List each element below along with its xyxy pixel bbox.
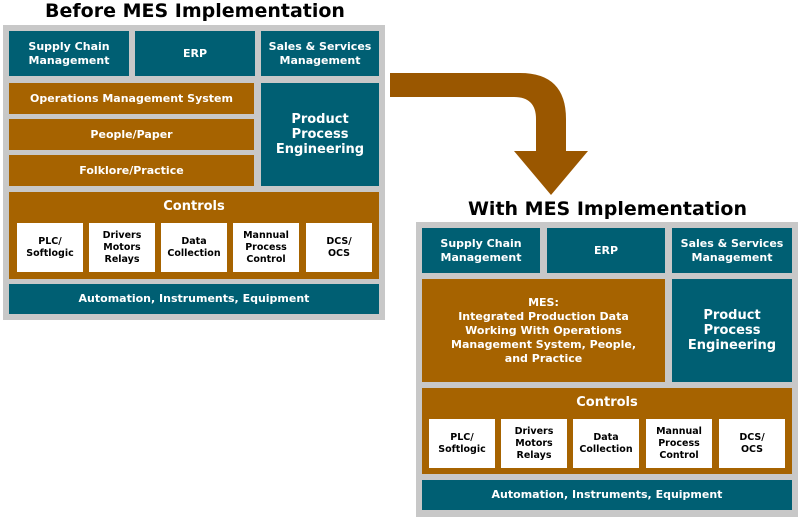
after-control-drivers: Drivers Motors Relays: [501, 419, 567, 468]
before-automation-block: Automation, Instruments, Equipment: [9, 284, 379, 314]
after-panel: Supply Chain Management ERP Sales & Serv…: [416, 222, 798, 517]
after-control-data-collection: Data Collection: [573, 419, 639, 468]
after-control-manual-process: Mannual Process Control: [646, 419, 712, 468]
before-people-paper-block: People/Paper: [9, 119, 254, 150]
before-sales-services-block: Sales & Services Management: [261, 31, 379, 76]
before-control-plc: PLC/ Softlogic: [17, 223, 83, 272]
after-erp-block: ERP: [547, 228, 665, 273]
before-control-dcs: DCS/ OCS: [306, 223, 372, 272]
before-control-manual-process: Mannual Process Control: [233, 223, 299, 272]
before-control-data-collection: Data Collection: [161, 223, 227, 272]
before-control-drivers: Drivers Motors Relays: [89, 223, 155, 272]
after-mes-block: MES: Integrated Production Data Working …: [422, 279, 665, 382]
before-controls-block: Controls PLC/ Softlogic Drivers Motors R…: [9, 192, 379, 279]
before-controls-title: Controls: [163, 199, 225, 214]
after-controls-block: Controls PLC/ Softlogic Drivers Motors R…: [422, 388, 792, 474]
before-folklore-practice-block: Folklore/Practice: [9, 155, 254, 186]
before-erp-block: ERP: [135, 31, 255, 76]
after-title: With MES Implementation: [467, 198, 748, 220]
before-supply-chain-block: Supply Chain Management: [9, 31, 129, 76]
after-supply-chain-block: Supply Chain Management: [422, 228, 540, 273]
before-panel: Supply Chain Management ERP Sales & Serv…: [3, 25, 385, 320]
before-product-process-engineering-block: Product Process Engineering: [261, 83, 379, 186]
after-product-process-engineering-block: Product Process Engineering: [672, 279, 792, 382]
after-automation-block: Automation, Instruments, Equipment: [422, 480, 792, 510]
after-control-dcs: DCS/ OCS: [719, 419, 785, 468]
before-operations-management-block: Operations Management System: [9, 83, 254, 114]
after-sales-services-block: Sales & Services Management: [672, 228, 792, 273]
before-title: Before MES Implementation: [45, 0, 345, 22]
arrow-shape: [390, 73, 588, 195]
after-control-plc: PLC/ Softlogic: [429, 419, 495, 468]
after-controls-title: Controls: [576, 395, 638, 410]
